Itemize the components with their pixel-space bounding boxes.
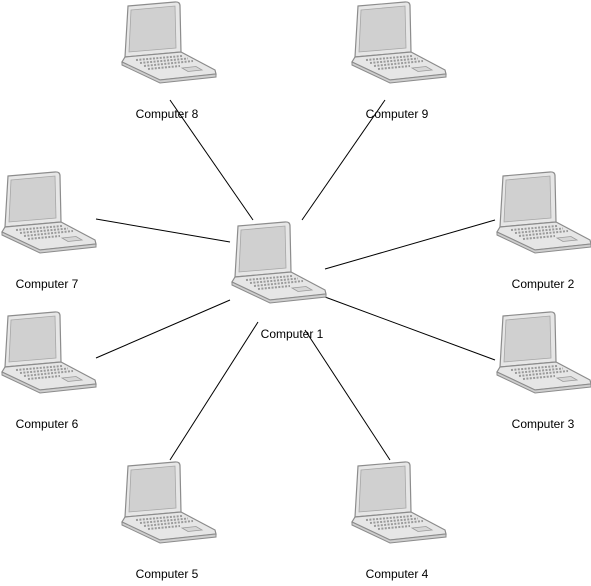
computer-5-label: Computer 5	[135, 567, 199, 581]
computer-4-laptop-icon	[351, 460, 447, 544]
computer-3-label: Computer 3	[511, 417, 575, 431]
computer-9-laptop-icon	[351, 0, 447, 85]
computer-6-laptop-icon	[1, 310, 97, 394]
computer-9-label: Computer 9	[365, 107, 429, 121]
computer-3-laptop-icon	[496, 310, 591, 394]
computer-8-label: Computer 8	[135, 107, 199, 121]
connection-computer-1-computer-7	[95, 218, 231, 243]
computer-1-label: Computer 1	[260, 327, 324, 341]
connection-computer-1-computer-3	[324, 296, 496, 361]
computer-2-label: Computer 2	[511, 277, 575, 291]
computer-5-laptop-icon	[121, 460, 217, 544]
nodes-layer	[1, 0, 591, 544]
connection-computer-1-computer-6	[95, 299, 231, 359]
connection-computer-1-computer-2	[324, 219, 496, 270]
connection-computer-1-computer-5	[169, 321, 259, 461]
computer-2-laptop-icon	[496, 170, 591, 254]
connections-layer	[95, 99, 496, 461]
connection-computer-1-computer-8	[169, 99, 254, 221]
computer-6-label: Computer 6	[15, 417, 79, 431]
computer-7-laptop-icon	[1, 170, 97, 254]
computer-8-laptop-icon	[121, 0, 217, 85]
connection-computer-1-computer-4	[304, 329, 391, 461]
computer-1-laptop-icon	[231, 220, 327, 304]
computer-7-label: Computer 7	[15, 277, 79, 291]
connection-computer-1-computer-9	[301, 99, 386, 221]
computer-4-label: Computer 4	[365, 567, 429, 581]
